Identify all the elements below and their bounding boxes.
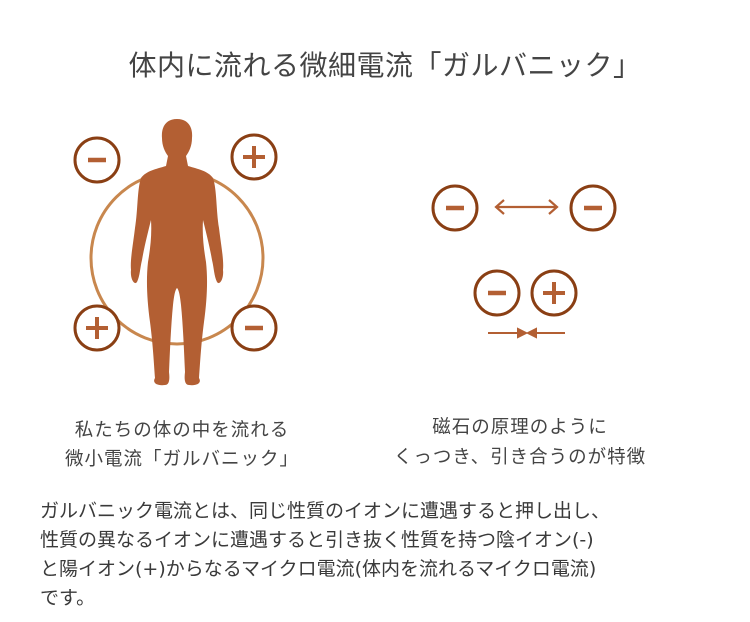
paragraph-line: 性質の異なるイオンに遭遇すると引き抜く性質を持つ陰イオン(-) bbox=[40, 529, 594, 551]
paragraph-line: ガルバニック電流とは、同じ性質のイオンに遭遇すると押し出し、 bbox=[40, 500, 611, 522]
description-paragraph: ガルバニック電流とは、同じ性質のイオンに遭遇すると押し出し、 性質の異なるイオン… bbox=[40, 497, 610, 613]
repel-arrow-icon bbox=[494, 199, 559, 215]
human-silhouette-icon bbox=[130, 119, 224, 386]
left-caption-line-2: 微小電流「ガルバニック」 bbox=[64, 449, 299, 470]
plus-ion-top-right bbox=[230, 133, 278, 181]
repel-minus-right bbox=[569, 184, 617, 232]
paragraph-line: と陽イオン(+)からなるマイクロ電流(体内を流れるマイクロ電流) bbox=[40, 558, 597, 580]
minus-ion-top-left bbox=[73, 136, 121, 184]
attract-plus bbox=[530, 269, 578, 317]
minus-ion-bottom-right bbox=[230, 304, 278, 352]
right-caption-line-1: 磁石の原理のように bbox=[432, 417, 608, 438]
attract-minus bbox=[473, 269, 521, 317]
plus-ion-bottom-left bbox=[73, 304, 121, 352]
repel-minus-left bbox=[431, 184, 479, 232]
page-title: 体内に流れる微細電流「ガルバニック」 bbox=[128, 49, 642, 82]
paragraph-line: です。 bbox=[40, 587, 96, 609]
attract-arrows-icon bbox=[488, 327, 565, 339]
right-caption-line-2: くっつき、引き合うのが特徴 bbox=[393, 447, 647, 468]
left-caption-line-1: 私たちの体の中を流れる bbox=[74, 420, 290, 441]
